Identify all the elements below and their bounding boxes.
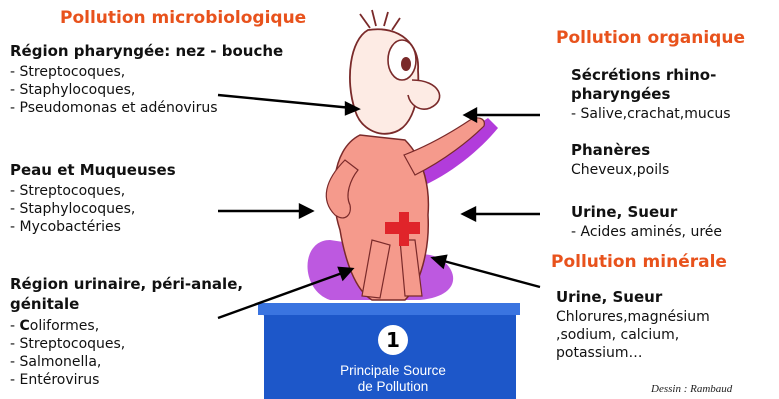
drawing-credit: Dessin : Rambaud (651, 383, 732, 395)
list-item: - Streptocoques, (10, 335, 125, 353)
figure-head (350, 10, 440, 134)
list-item: - Mycobactéries (10, 218, 135, 236)
heading-urine-sueur-1: Urine, Sueur (571, 203, 677, 221)
coliformes-prefix: - (10, 318, 20, 334)
heading-region-urinaire-line2: génitale (10, 295, 79, 313)
heading-secretions-line2: pharyngées (571, 85, 670, 103)
list-item: - Salmonella, (10, 353, 125, 371)
list-item: - Streptocoques, (10, 182, 135, 200)
title-minerale: Pollution minérale (551, 252, 727, 272)
list-item: potassium… (556, 344, 710, 362)
phaneres-text: Cheveux,poils (571, 161, 669, 179)
list-item: Chlorures,magnésium (556, 308, 710, 326)
list-peau: - Streptocoques, - Staphylocoques, - Myc… (10, 182, 135, 236)
urine-1-text: - Acides aminés, urée (571, 223, 722, 241)
coliformes-initial: C (20, 318, 30, 334)
list-item: - Entérovirus (10, 371, 125, 389)
heading-phaneres: Phanères (571, 141, 650, 159)
list-item: - Staphylocoques, (10, 200, 135, 218)
list-urinaire: - Coliformes, - Streptocoques, - Salmone… (10, 317, 125, 389)
list-pharynx: - Streptocoques, - Staphylocoques, - Pse… (10, 63, 218, 117)
podium-line-2: de Pollution (306, 379, 480, 395)
heading-region-pharyngee: Région pharyngée: nez - bouche (10, 42, 283, 60)
heading-secretions-line1: Sécrétions rhino- (571, 66, 716, 84)
podium-number: 1 (378, 325, 408, 355)
list-mineraux: Chlorures,magnésium ,sodium, calcium, po… (556, 308, 710, 362)
heading-peau-muqueuses: Peau et Muqueuses (10, 161, 176, 179)
list-item: - Streptocoques, (10, 63, 218, 81)
podium-label: Principale Source de Pollution (306, 363, 480, 395)
podium-line-1: Principale Source (306, 363, 480, 379)
secretions-text: - Salive,crachat,mucus (571, 105, 731, 123)
title-organique: Pollution organique (556, 28, 745, 48)
list-item: - Pseudomonas et adénovirus (10, 99, 218, 117)
heading-urine-sueur-2: Urine, Sueur (556, 288, 662, 306)
list-item: - Staphylocoques, (10, 81, 218, 99)
list-item: ,sodium, calcium, (556, 326, 710, 344)
coliformes-rest: oliformes, (30, 318, 99, 334)
title-microbiologique: Pollution microbiologique (60, 8, 306, 28)
list-item-coliformes: - Coliformes, (10, 317, 125, 335)
heading-region-urinaire-line1: Région urinaire, péri-anale, (10, 275, 243, 293)
